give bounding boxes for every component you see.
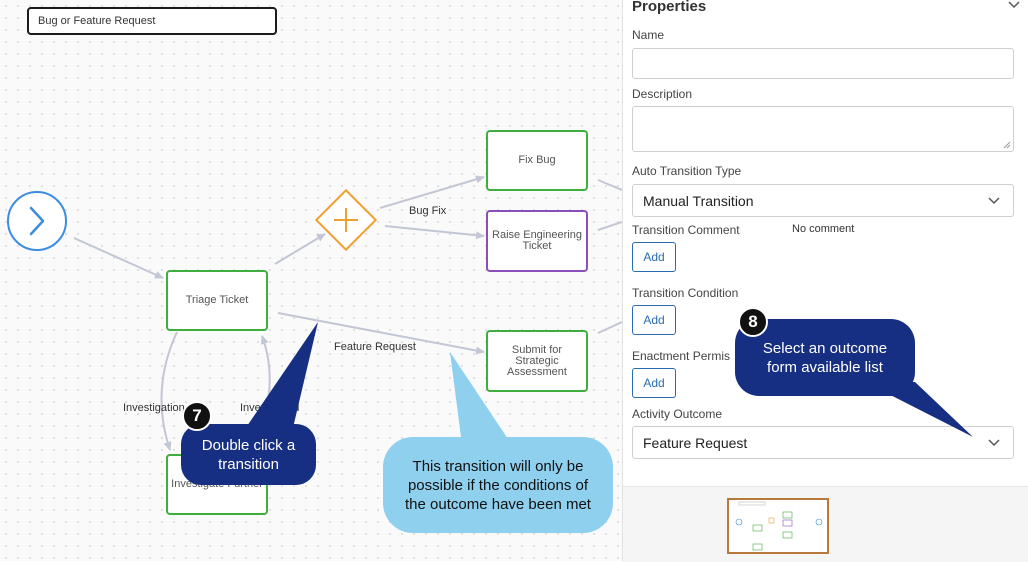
edge-gateway-fixbug[interactable] [379,175,485,209]
node-submit-label: Submit for Strategic Assessment [507,343,567,378]
chevron-down-icon [988,197,1000,205]
edge-triage-investigate[interactable] [160,331,178,451]
edge-raise-out[interactable] [597,221,622,231]
step-badge-7: 7 [182,401,212,431]
workflow-canvas[interactable]: Bug or Feature Request Fix Bug Raise Eng… [0,0,622,561]
callout-double-click: Double click a transition [181,424,316,485]
activity-outcome-value: Feature Request [643,434,748,451]
minimap-preview [735,501,823,551]
gateway-plus-icon [334,208,358,232]
minimap-area [623,486,1028,562]
add-enactment-button[interactable]: Add [632,368,676,398]
auto-transition-select[interactable]: Manual Transition [632,184,1014,217]
properties-panel: Properties Name Description Auto Transit… [622,0,1028,562]
transition-comment-value: No comment [792,223,855,235]
name-label: Name [632,28,665,42]
callout-double-click-text: Double click a transition [201,436,296,473]
node-triage-label: Triage Ticket [185,294,249,306]
edge-fixbug-out[interactable] [597,179,622,191]
transition-comment-label: Transition Comment [632,223,740,237]
edge-gateway-raise[interactable] [384,225,485,240]
start-node[interactable] [7,191,67,251]
node-fix-bug[interactable]: Fix Bug [486,130,588,191]
edge-label-investigation[interactable]: Investigation [123,402,185,414]
auto-transition-value: Manual Transition [643,192,754,209]
edge-submit-out[interactable] [597,321,622,334]
node-submit-strategic[interactable]: Submit for Strategic Assessment [486,330,588,392]
callout-transition-info: This transition will only be possible if… [383,437,613,533]
description-textarea[interactable] [632,106,1014,152]
edge-triage-submit[interactable] [277,312,485,355]
callout-transition-info-text: This transition will only be possible if… [405,457,591,513]
node-raise-engineering-ticket[interactable]: Raise Engineering Ticket [486,210,588,272]
edge-triage-gateway[interactable] [274,233,326,265]
start-chevron-icon [29,206,45,236]
chevron-down-icon [988,439,1000,447]
edge-label-bug-fix[interactable]: Bug Fix [409,205,447,217]
transition-condition-label: Transition Condition [632,286,739,300]
resize-handle-icon[interactable] [1003,141,1011,149]
auto-transition-label: Auto Transition Type [632,164,742,178]
add-condition-button[interactable]: Add [632,305,676,335]
edge-label-feature-request[interactable]: Feature Request [334,341,416,353]
callout-pointers [243,322,512,445]
edges-layer [7,175,622,456]
step-badge-8: 8 [738,307,768,337]
activity-outcome-label: Activity Outcome [632,407,723,421]
name-input[interactable] [632,48,1014,79]
node-triage-ticket[interactable]: Triage Ticket [166,270,268,331]
edge-start-triage[interactable] [73,237,164,279]
properties-title: Properties [632,0,707,15]
node-raise-engineering-label: Raise Engineering Ticket [492,229,582,252]
add-comment-button[interactable]: Add [632,242,676,272]
description-label: Description [632,87,693,101]
callout-select-outcome-text: Select an outcome form available list [762,339,888,376]
minimap[interactable] [727,498,829,554]
callout-select-outcome: Select an outcome form available list [735,319,915,396]
callout7-pointer [243,322,318,432]
enactment-permission-label: Enactment Permis [632,349,731,363]
info-callout-pointer [450,352,512,445]
node-fix-bug-label: Fix Bug [518,154,556,166]
collapse-chevron-icon[interactable] [1007,0,1021,10]
activity-outcome-select[interactable]: Feature Request [632,426,1014,459]
workflow-title[interactable]: Bug or Feature Request [27,7,277,35]
